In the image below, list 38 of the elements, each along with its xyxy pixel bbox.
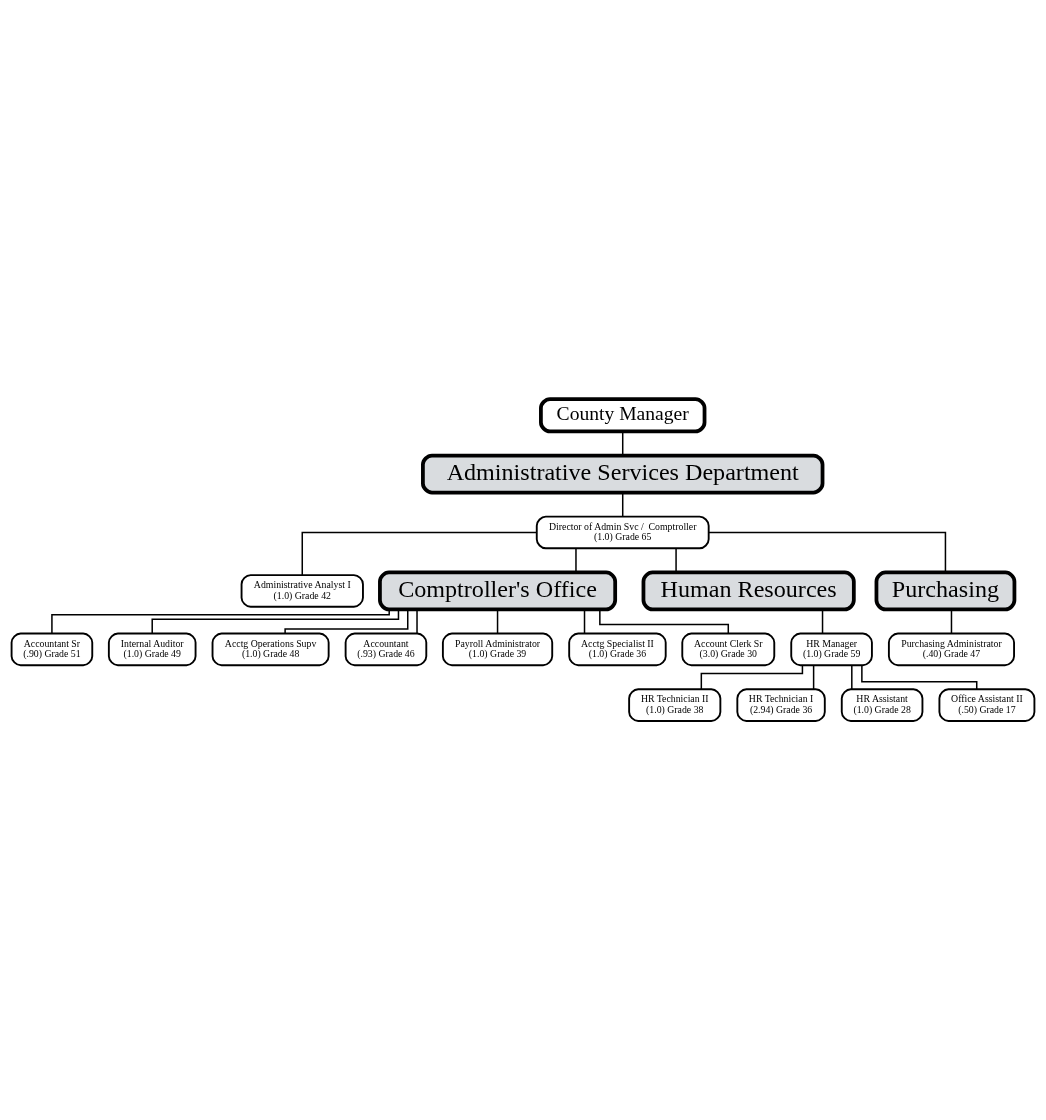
- connector: [950, 608, 953, 635]
- connector: [851, 664, 853, 691]
- connector: [51, 608, 390, 635]
- connector: [575, 547, 577, 574]
- node-box: HR Technician I (2.94) Grade 36: [736, 688, 826, 722]
- node-box: HR Assistant (1.0) Grade 28: [840, 688, 924, 722]
- connector: [861, 664, 978, 690]
- node-box: Purchasing: [874, 570, 1017, 612]
- node-box: Acctg Specialist II (1.0) Grade 36: [568, 632, 667, 667]
- node-box: Comptroller's Office: [378, 570, 618, 612]
- connector: [621, 491, 624, 518]
- node-box: Account Clerk Sr (3.0) Grade 30: [681, 632, 776, 667]
- node-box: HR Manager (1.0) Grade 59: [790, 632, 873, 667]
- node-box: Acctg Operations Supv (1.0) Grade 48: [211, 632, 330, 667]
- connector: [151, 608, 400, 634]
- node-box: Internal Auditor (1.0) Grade 49: [107, 632, 197, 667]
- node-box: Payroll Administrator (1.0) Grade 39: [441, 632, 554, 667]
- connector: [675, 547, 677, 574]
- connector: [496, 608, 499, 635]
- connector: [821, 608, 824, 635]
- node-box: HR Technician II (1.0) Grade 38: [628, 688, 722, 722]
- connector: [416, 608, 418, 635]
- connector: [708, 531, 947, 574]
- connector: [284, 608, 409, 635]
- node-box: Human Resources: [641, 570, 856, 612]
- node-box: County Manager: [539, 397, 707, 434]
- node-box: Administrative Services Department: [421, 453, 825, 495]
- node-box: Accountant Sr (.90) Grade 51: [10, 632, 94, 667]
- connector: [621, 430, 624, 457]
- connector: [812, 664, 815, 691]
- node-box: Administrative Analyst I (1.0) Grade 42: [240, 574, 364, 608]
- node-box: Purchasing Administrator (.40) Grade 47: [887, 632, 1015, 667]
- node-box: Director of Admin Svc / Comptroller (1.0) Grade 65: [535, 515, 710, 550]
- connector: [583, 608, 586, 635]
- node-box: Office Assistant II (.50) Grade 17: [938, 688, 1036, 722]
- connector: [599, 608, 730, 635]
- connector: [301, 531, 538, 576]
- node-box: Accountant (.93) Grade 46: [344, 632, 428, 667]
